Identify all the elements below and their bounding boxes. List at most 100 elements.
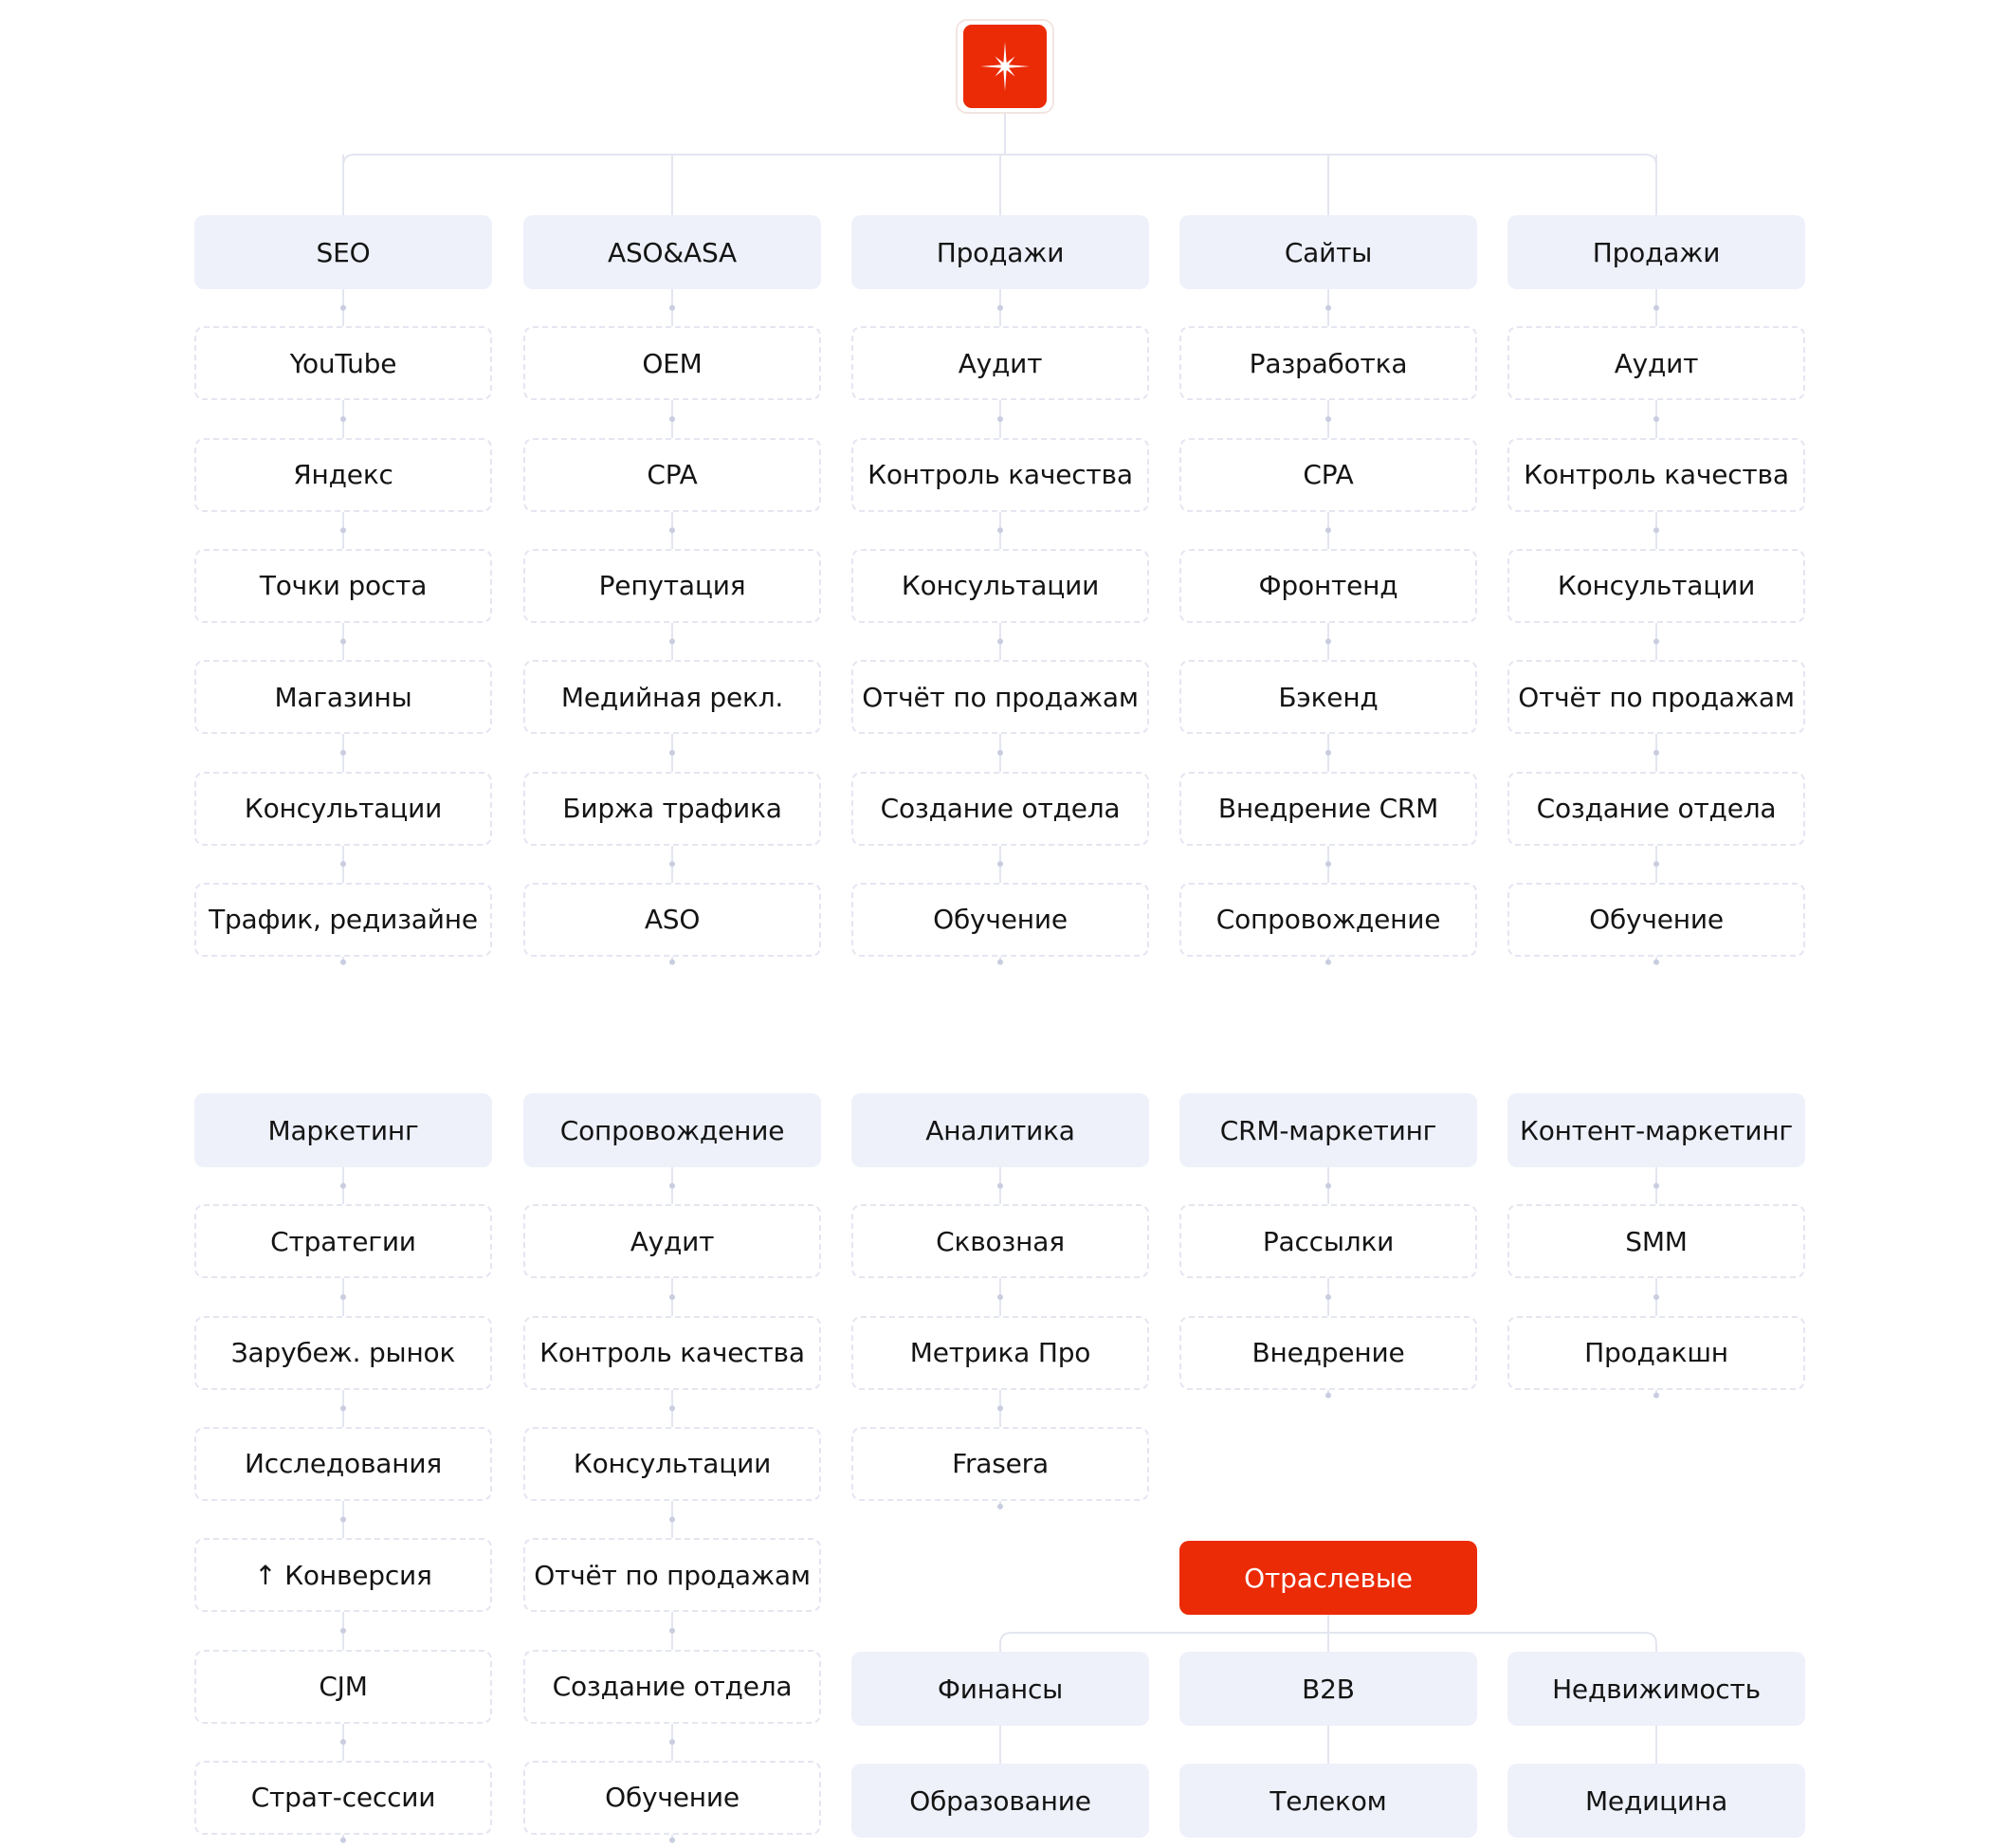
connector-dot <box>340 959 346 965</box>
service-репутация: Репутация <box>523 548 821 623</box>
service-конверсия: ↑ Конверсия <box>194 1538 492 1613</box>
service-разработка: Разработка <box>1179 326 1477 401</box>
service-консультации: Консультации <box>194 771 492 846</box>
service-бэкенд: Бэкенд <box>1179 660 1477 735</box>
industry-образование: Образование <box>851 1764 1149 1838</box>
service-сопровождение: Сопровождение <box>1179 882 1477 957</box>
service-консультации: Консультации <box>1507 548 1805 623</box>
service-отчёт-по-продажам: Отчёт по продажам <box>851 660 1149 735</box>
connector-dot <box>669 861 675 868</box>
industry-branch-line <box>999 1632 1657 1764</box>
category-crm-маркетинг: CRM-маркетинг <box>1179 1093 1477 1167</box>
service-smm: SMM <box>1507 1204 1805 1279</box>
connector-dot <box>1325 304 1331 311</box>
connector-dot <box>669 749 675 756</box>
service-frasera: Frasera <box>851 1426 1149 1501</box>
connector-dot <box>1653 1182 1659 1189</box>
connector-dot <box>340 1182 346 1189</box>
connector-dot <box>669 1293 675 1300</box>
connector-dot <box>997 1293 1003 1300</box>
connector-dot <box>669 527 675 534</box>
service-магазины: Магазины <box>194 660 492 735</box>
connector-dot <box>1325 638 1331 645</box>
industry-финансы: Финансы <box>851 1652 1149 1726</box>
connector-dot <box>1325 1182 1331 1189</box>
connector-dot <box>997 638 1003 645</box>
connector-dot <box>1325 415 1331 422</box>
service-aso: ASO <box>523 882 821 957</box>
category-aso-asa: ASO&ASA <box>523 215 821 289</box>
service-контроль-качества: Контроль качества <box>851 437 1149 512</box>
service-отчёт-по-продажам: Отчёт по продажам <box>1507 660 1805 735</box>
connector-dot <box>669 959 675 965</box>
service-создание-отдела: Создание отдела <box>851 771 1149 846</box>
connector-dot <box>340 527 346 534</box>
category-контент-маркетинг: Контент-маркетинг <box>1507 1093 1805 1167</box>
industry-медицина: Медицина <box>1507 1764 1805 1838</box>
connector-dot <box>340 1293 346 1300</box>
connector-dot <box>997 1182 1003 1189</box>
connector-dot <box>1325 1392 1331 1399</box>
service-аудит: Аудит <box>851 326 1149 401</box>
service-медийная-рекл: Медийная рекл. <box>523 660 821 735</box>
service-cpa: CPA <box>1179 437 1477 512</box>
connector-dot <box>340 1739 346 1746</box>
connector-dot <box>1653 527 1659 534</box>
service-зарубеж-рынок: Зарубеж. рынок <box>194 1315 492 1390</box>
industry-button: Отраслевые <box>1179 1541 1477 1615</box>
connector-dot <box>669 415 675 422</box>
service-создание-отдела: Создание отдела <box>1507 771 1805 846</box>
connector-dot <box>997 1405 1003 1412</box>
service-создание-отдела: Создание отдела <box>523 1649 821 1724</box>
connector-dot <box>997 749 1003 756</box>
service-аудит: Аудит <box>1507 326 1805 401</box>
connector-dot <box>1325 1293 1331 1300</box>
service-фронтенд: Фронтенд <box>1179 548 1477 623</box>
connector-dot <box>1325 527 1331 534</box>
connector-dot <box>1325 959 1331 965</box>
category-seo: SEO <box>194 215 492 289</box>
service-обучение: Обучение <box>523 1760 821 1835</box>
service-биржа-трафика: Биржа трафика <box>523 771 821 846</box>
service-трафик-редизайне: Трафик, редизайне <box>194 882 492 957</box>
star-burst-icon <box>980 42 1030 91</box>
logo-badge <box>963 25 1047 108</box>
industry-недвижимость: Недвижимость <box>1507 1652 1805 1726</box>
service-яндекс: Яндекс <box>194 437 492 512</box>
connector-dot <box>997 304 1003 311</box>
category-продажи: Продажи <box>1507 215 1805 289</box>
industry-телеком: Телеком <box>1179 1764 1477 1838</box>
connector-dot <box>669 1627 675 1634</box>
service-аудит: Аудит <box>523 1204 821 1279</box>
service-youtube: YouTube <box>194 326 492 401</box>
connector-dot <box>997 1503 1003 1510</box>
service-стратегии: Стратегии <box>194 1204 492 1279</box>
service-продакшн: Продакшн <box>1507 1315 1805 1390</box>
service-исследования: Исследования <box>194 1426 492 1501</box>
connector-dot <box>340 1837 346 1843</box>
category-маркетинг: Маркетинг <box>194 1093 492 1167</box>
service-страт-сессии: Страт-сессии <box>194 1760 492 1835</box>
service-рассылки: Рассылки <box>1179 1204 1477 1279</box>
connector-dot <box>340 304 346 311</box>
connector-dot <box>340 638 346 645</box>
connector-dot <box>1325 749 1331 756</box>
connector-dot <box>1653 1392 1659 1399</box>
service-консультации: Консультации <box>851 548 1149 623</box>
service-внедрение-crm: Внедрение CRM <box>1179 771 1477 846</box>
connector-dot <box>669 1516 675 1523</box>
connector-dot <box>1653 304 1659 311</box>
connector-dot <box>1653 1293 1659 1300</box>
connector-dot <box>1653 638 1659 645</box>
service-сквозная: Сквозная <box>851 1204 1149 1279</box>
service-внедрение: Внедрение <box>1179 1315 1477 1390</box>
connector-dot <box>340 1516 346 1523</box>
connector-dot <box>340 415 346 422</box>
connector-dot <box>669 638 675 645</box>
connector-dot <box>997 415 1003 422</box>
service-контроль-качества: Контроль качества <box>523 1315 821 1390</box>
service-контроль-качества: Контроль качества <box>1507 437 1805 512</box>
industry-b2b: B2B <box>1179 1652 1477 1726</box>
